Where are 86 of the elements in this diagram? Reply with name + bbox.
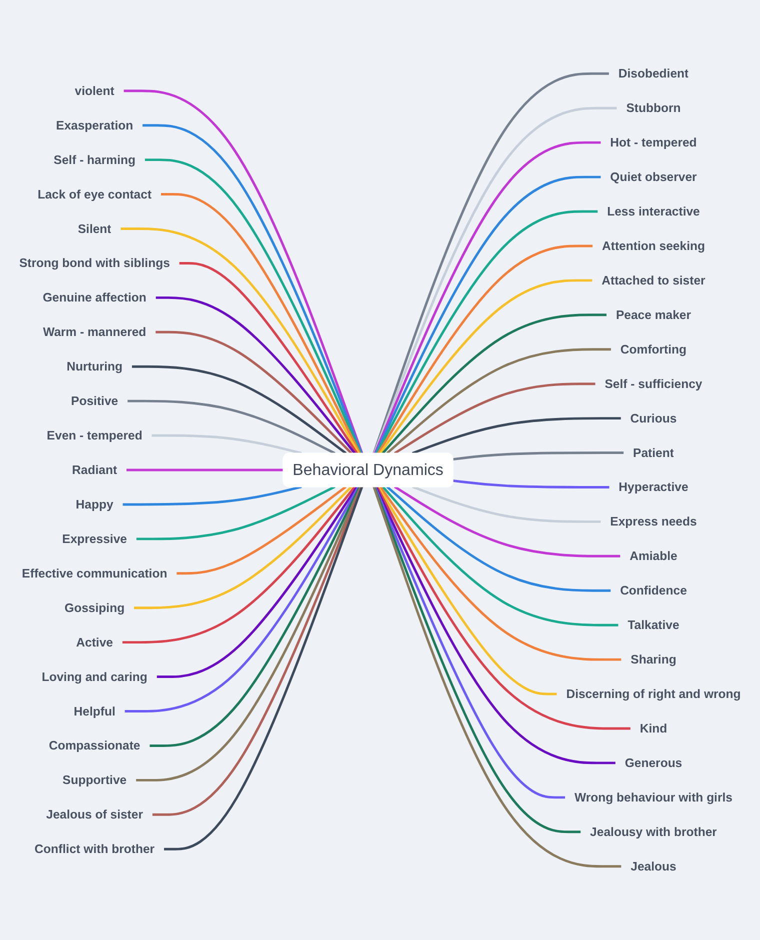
connector: [124, 486, 360, 712]
node-text: Expressive: [62, 532, 127, 546]
connector: [386, 486, 611, 592]
node-box: Behavioral Dynamics: [282, 452, 454, 488]
node-text: Supportive: [62, 772, 127, 788]
connector: [394, 486, 620, 558]
connector: [132, 365, 347, 454]
node-text: Effective communication: [22, 566, 168, 580]
connector: [374, 486, 566, 799]
connector: [372, 486, 622, 868]
node-text: Positive: [71, 394, 118, 408]
node-text: Nurturing: [66, 359, 123, 374]
node-text: Jealous: [630, 859, 676, 874]
connector: [382, 314, 606, 454]
node-text: violent: [74, 84, 114, 98]
node-text: Quiet observer: [610, 170, 697, 184]
connector: [150, 486, 361, 747]
node-text: Comforting: [620, 342, 687, 356]
connector: [179, 262, 358, 454]
node-text: Helpful: [74, 704, 116, 718]
node-text: Hyperactive: [618, 480, 688, 494]
connector: [176, 486, 347, 575]
node-text: Disobedient: [618, 66, 689, 80]
node-text: Express needs: [610, 514, 697, 529]
connector: [379, 486, 622, 661]
connector: [122, 486, 302, 506]
node-text: Stubborn: [626, 100, 681, 115]
connector: [373, 486, 581, 834]
connector: [136, 486, 336, 540]
node-text: Talkative: [628, 618, 680, 632]
connector: [128, 400, 336, 454]
connector: [452, 452, 624, 461]
connector: [377, 244, 593, 454]
connector: [160, 193, 361, 454]
node-text: Genuine affection: [42, 290, 146, 305]
node-text: Conflict with brother: [34, 842, 155, 856]
connector: [156, 296, 356, 454]
node-text: Self - sufficiency: [604, 376, 702, 391]
node-text: Silent: [78, 221, 112, 236]
connector: [156, 330, 352, 454]
node-text: Confidence: [620, 583, 687, 598]
node-text: Amiable: [630, 548, 678, 564]
connector: [379, 279, 592, 454]
connector: [120, 228, 360, 454]
connector: [124, 90, 364, 454]
connector: [386, 348, 611, 454]
node-text: Jealous of sister: [46, 807, 144, 822]
connector: [134, 486, 352, 610]
node-text: Attached to sister: [602, 273, 706, 288]
node-text: Warm - mannered: [42, 324, 146, 339]
connector: [377, 486, 557, 696]
connector: [376, 486, 630, 730]
connector: [382, 486, 618, 626]
node-text: Generous: [624, 756, 682, 770]
node-text: Lack of eye contact: [38, 186, 152, 202]
connector: [412, 486, 601, 523]
node-text: Patient: [633, 445, 674, 460]
node-text: Sharing: [630, 652, 676, 666]
node-text: Hot - tempered: [610, 135, 697, 150]
node-text: Wrong behaviour with girls: [574, 790, 732, 804]
node-text: Attention seeking: [602, 238, 705, 253]
connector: [156, 486, 358, 678]
node-text: Even - tempered: [46, 428, 142, 442]
node-text: Radiant: [72, 462, 118, 477]
node-text: Happy: [76, 497, 114, 512]
connector: [394, 382, 596, 454]
connector: [122, 486, 356, 644]
node-text: Strong bond with siblings: [19, 256, 170, 270]
connector: [152, 434, 302, 454]
node-text: Peace maker: [616, 308, 692, 322]
connector: [412, 417, 621, 454]
connector: [374, 486, 616, 764]
node-text: Curious: [630, 410, 677, 426]
node-text: Gossiping: [64, 600, 125, 615]
node-text: Jealousy with brother: [590, 824, 717, 839]
node-text: Exasperation: [56, 118, 134, 132]
connector: [452, 479, 610, 488]
node-text: Self - harming: [54, 152, 136, 167]
node-text: Discerning of right and wrong: [566, 686, 741, 701]
node-text: Compassionate: [48, 738, 140, 753]
node-text: Kind: [640, 721, 668, 736]
node-text: Less interactive: [607, 204, 700, 218]
node-text: Active: [76, 635, 113, 650]
connector: [136, 486, 362, 782]
node-text: Loving and caring: [42, 669, 148, 684]
connector: [126, 468, 284, 472]
